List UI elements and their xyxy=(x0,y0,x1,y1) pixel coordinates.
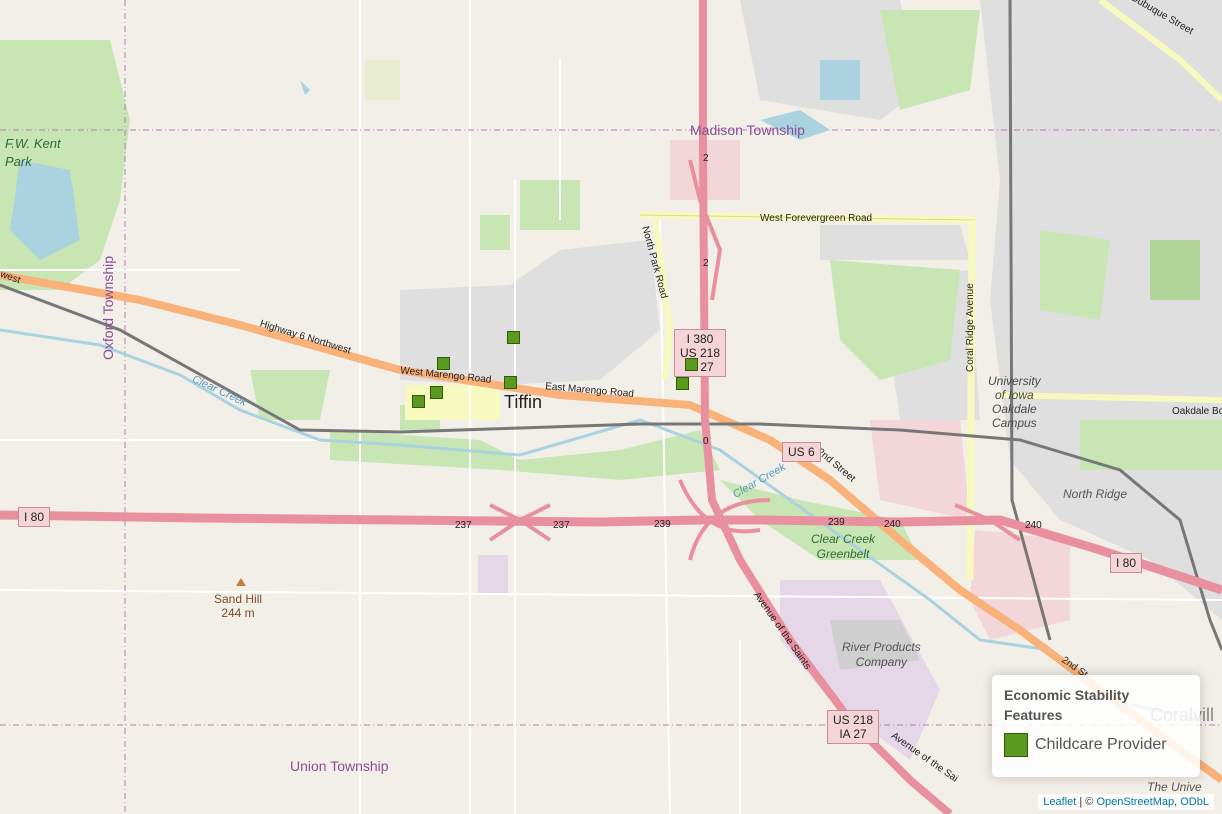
i380-us218-ia27-shield: I 380 US 218 IA 27 xyxy=(674,329,727,377)
childcare-marker[interactable] xyxy=(676,377,689,390)
us218-ia27-shield: US 218 IA 27 xyxy=(827,710,880,744)
attribution-comma: , xyxy=(1174,796,1181,808)
legend-item: Childcare Provider xyxy=(1004,733,1188,757)
us6-shield: US 6 xyxy=(782,442,821,462)
map-attribution: Leaflet | © OpenStreetMap, ODbL xyxy=(1038,794,1214,810)
attribution-separator: | © xyxy=(1076,796,1097,808)
i80-shield: I 80 xyxy=(1110,553,1143,573)
osm-link[interactable]: OpenStreetMap xyxy=(1096,796,1175,808)
map-legend: Economic Stability Features Childcare Pr… xyxy=(992,675,1200,777)
i80-shield: I 80 xyxy=(18,507,51,527)
childcare-marker[interactable] xyxy=(430,386,443,399)
legend-swatch xyxy=(1004,733,1028,757)
childcare-marker[interactable] xyxy=(504,376,517,389)
childcare-marker[interactable] xyxy=(437,357,450,370)
childcare-marker[interactable] xyxy=(685,358,698,371)
childcare-marker[interactable] xyxy=(412,395,425,408)
odbl-link[interactable]: ODbL xyxy=(1180,796,1209,808)
legend-item-label: Childcare Provider xyxy=(1035,736,1167,753)
childcare-marker[interactable] xyxy=(507,331,520,344)
leaflet-link[interactable]: Leaflet xyxy=(1043,796,1077,808)
legend-title: Economic Stability Features xyxy=(1004,687,1130,723)
